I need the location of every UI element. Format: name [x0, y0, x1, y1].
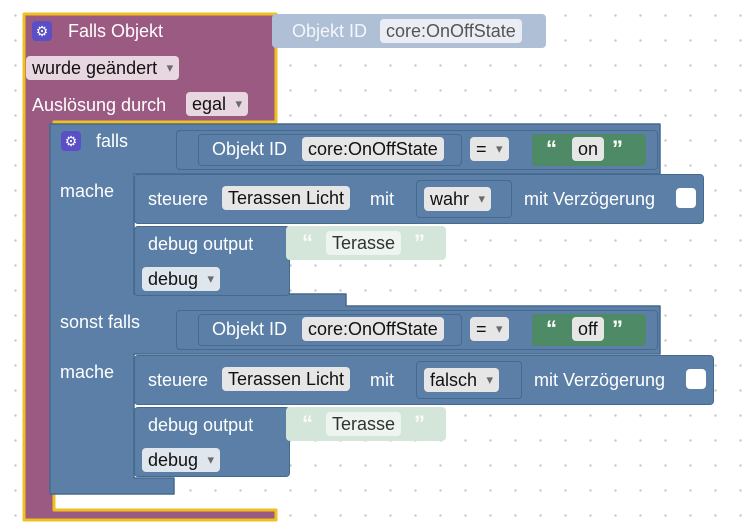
- if-label: falls: [96, 131, 129, 151]
- changed-dropdown[interactable]: wurde geändert: [26, 56, 180, 80]
- debug-2-close-quote-icon: ”: [414, 411, 425, 436]
- control-1-delay-checkbox[interactable]: [676, 188, 696, 208]
- trigger-label: Auslösung durch: [32, 95, 167, 115]
- condition-1-operator[interactable]: =: [470, 137, 509, 161]
- control-1-with: mit: [370, 189, 394, 209]
- control-2-value[interactable]: falsch: [424, 368, 500, 392]
- control-2-label: steuere: [148, 370, 209, 390]
- open-quote-icon: “: [546, 136, 557, 161]
- debug-2-level[interactable]: debug: [142, 448, 221, 472]
- control-1-label: steuere: [148, 189, 209, 209]
- elseif-label: sonst falls: [60, 312, 141, 332]
- condition-2-operator[interactable]: =: [470, 317, 509, 341]
- debug-2-label: debug output: [148, 415, 254, 435]
- if-gear-icon[interactable]: ⚙: [61, 131, 81, 151]
- trigger-title: Falls Objekt: [68, 21, 164, 41]
- debug-1-level[interactable]: debug: [142, 267, 221, 291]
- open-quote-icon: “: [546, 316, 557, 341]
- do2-label: mache: [60, 362, 115, 382]
- condition-2-value[interactable]: off: [572, 317, 604, 341]
- trigger-dropdown[interactable]: egal: [186, 92, 249, 116]
- debug-1-open-quote-icon: “: [302, 230, 313, 255]
- debug-1-label: debug output: [148, 234, 254, 254]
- condition-1-object-label: Objekt ID: [212, 139, 288, 159]
- control-1-delay-label: mit Verzögerung: [524, 189, 656, 209]
- debug-1-close-quote-icon: ”: [414, 230, 425, 255]
- control-2-delay-label: mit Verzögerung: [534, 370, 666, 390]
- close-quote-icon: ”: [612, 316, 623, 341]
- condition-1-value[interactable]: on: [572, 137, 605, 161]
- control-2-with: mit: [370, 370, 394, 390]
- close-quote-icon: ”: [612, 136, 623, 161]
- object-id-label: Objekt ID: [292, 21, 368, 41]
- control-1-device[interactable]: Terassen Licht: [222, 186, 351, 210]
- debug-2-text[interactable]: Terasse: [326, 412, 402, 436]
- object-id-value[interactable]: core:OnOffState: [380, 19, 522, 43]
- control-1-value[interactable]: wahr: [424, 187, 492, 211]
- control-2-delay-checkbox[interactable]: [686, 369, 706, 389]
- condition-2-object-value[interactable]: core:OnOffState: [302, 317, 444, 341]
- debug-1-text[interactable]: Terasse: [326, 231, 402, 255]
- condition-2-object-label: Objekt ID: [212, 319, 288, 339]
- condition-1-object-value[interactable]: core:OnOffState: [302, 137, 444, 161]
- do-label: mache: [60, 181, 115, 201]
- control-2-device[interactable]: Terassen Licht: [222, 367, 351, 391]
- gear-icon[interactable]: ⚙: [32, 21, 52, 41]
- debug-2-open-quote-icon: “: [302, 411, 313, 436]
